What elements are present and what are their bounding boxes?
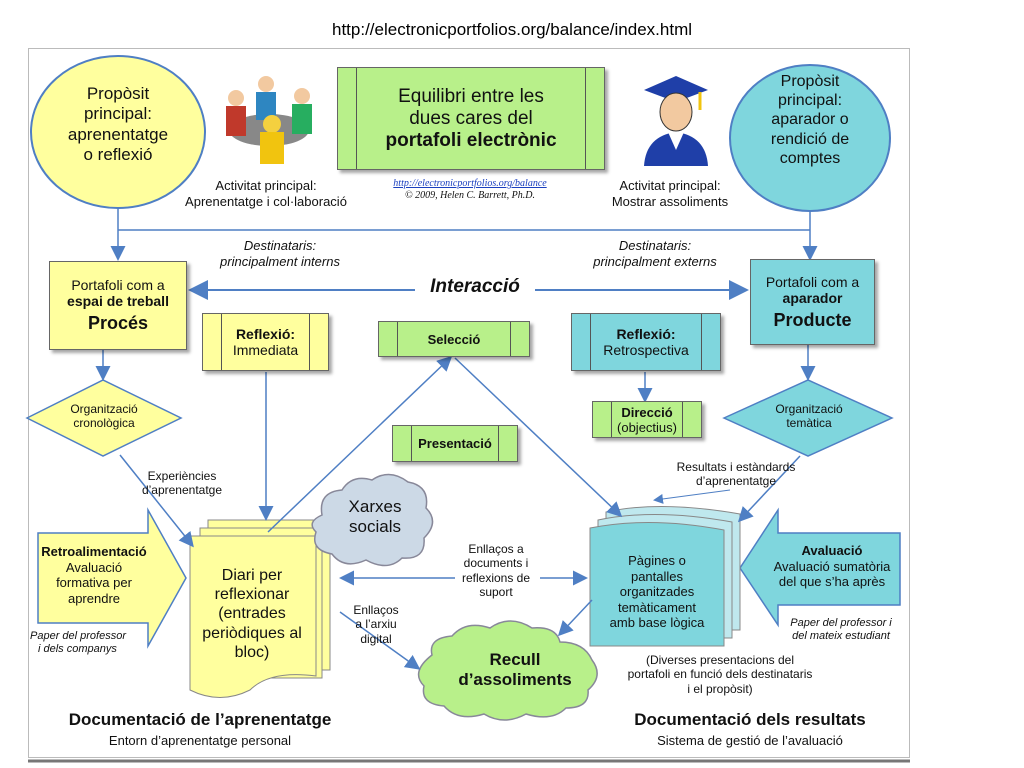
people-group-icon bbox=[214, 70, 324, 166]
left-activity: Activitat principal:Aprenentatge i col·l… bbox=[185, 178, 347, 209]
title-box: Equilibri entre les dues cares del porta… bbox=[337, 67, 605, 170]
thematic-diamond bbox=[722, 379, 894, 457]
header-url[interactable]: http://electronicportfolios.org/balance/… bbox=[331, 20, 693, 39]
credit-link[interactable]: http://electronicportfolios.org/balance bbox=[393, 178, 547, 189]
doc-results: Documentació dels resultats Sistema de g… bbox=[634, 710, 866, 749]
right-audience: Destinataris:principalment externs bbox=[593, 238, 717, 269]
presentation-box: Presentació bbox=[392, 425, 518, 462]
reflection-immediate-box: Reflexió: Immediata bbox=[202, 313, 329, 371]
graduate-icon bbox=[636, 70, 714, 166]
doc-learning: Documentació de l’aprenentatge Entorn d’… bbox=[68, 710, 332, 749]
pages-stack bbox=[589, 522, 725, 647]
selection-box: Selecció bbox=[378, 321, 530, 357]
workspace-box: Portafoli com a espai de treball Procés bbox=[49, 261, 187, 350]
left-audience: Destinataris:principalment interns bbox=[220, 238, 340, 269]
right-activity: Activitat principal:Mostrar assoliments bbox=[611, 178, 729, 209]
chrono-diamond bbox=[25, 379, 183, 457]
direction-box: Direcció (objectius) bbox=[592, 401, 702, 438]
credit-block: http://electronicportfolios.org/balance … bbox=[360, 178, 580, 202]
reflection-retro-box: Reflexió: Retrospectiva bbox=[571, 313, 721, 371]
diary-page bbox=[189, 535, 317, 698]
interaction-label: Interacció bbox=[430, 276, 520, 297]
showcase-box: Portafoli com a aparador Producte bbox=[750, 259, 875, 345]
evaluation-chevron bbox=[739, 507, 901, 628]
feedback-chevron bbox=[37, 507, 187, 649]
achievements-cloud bbox=[417, 620, 598, 721]
social-cloud bbox=[311, 473, 434, 567]
credit-copyright: © 2009, Helen C. Barrett, Ph.D. bbox=[405, 190, 535, 201]
